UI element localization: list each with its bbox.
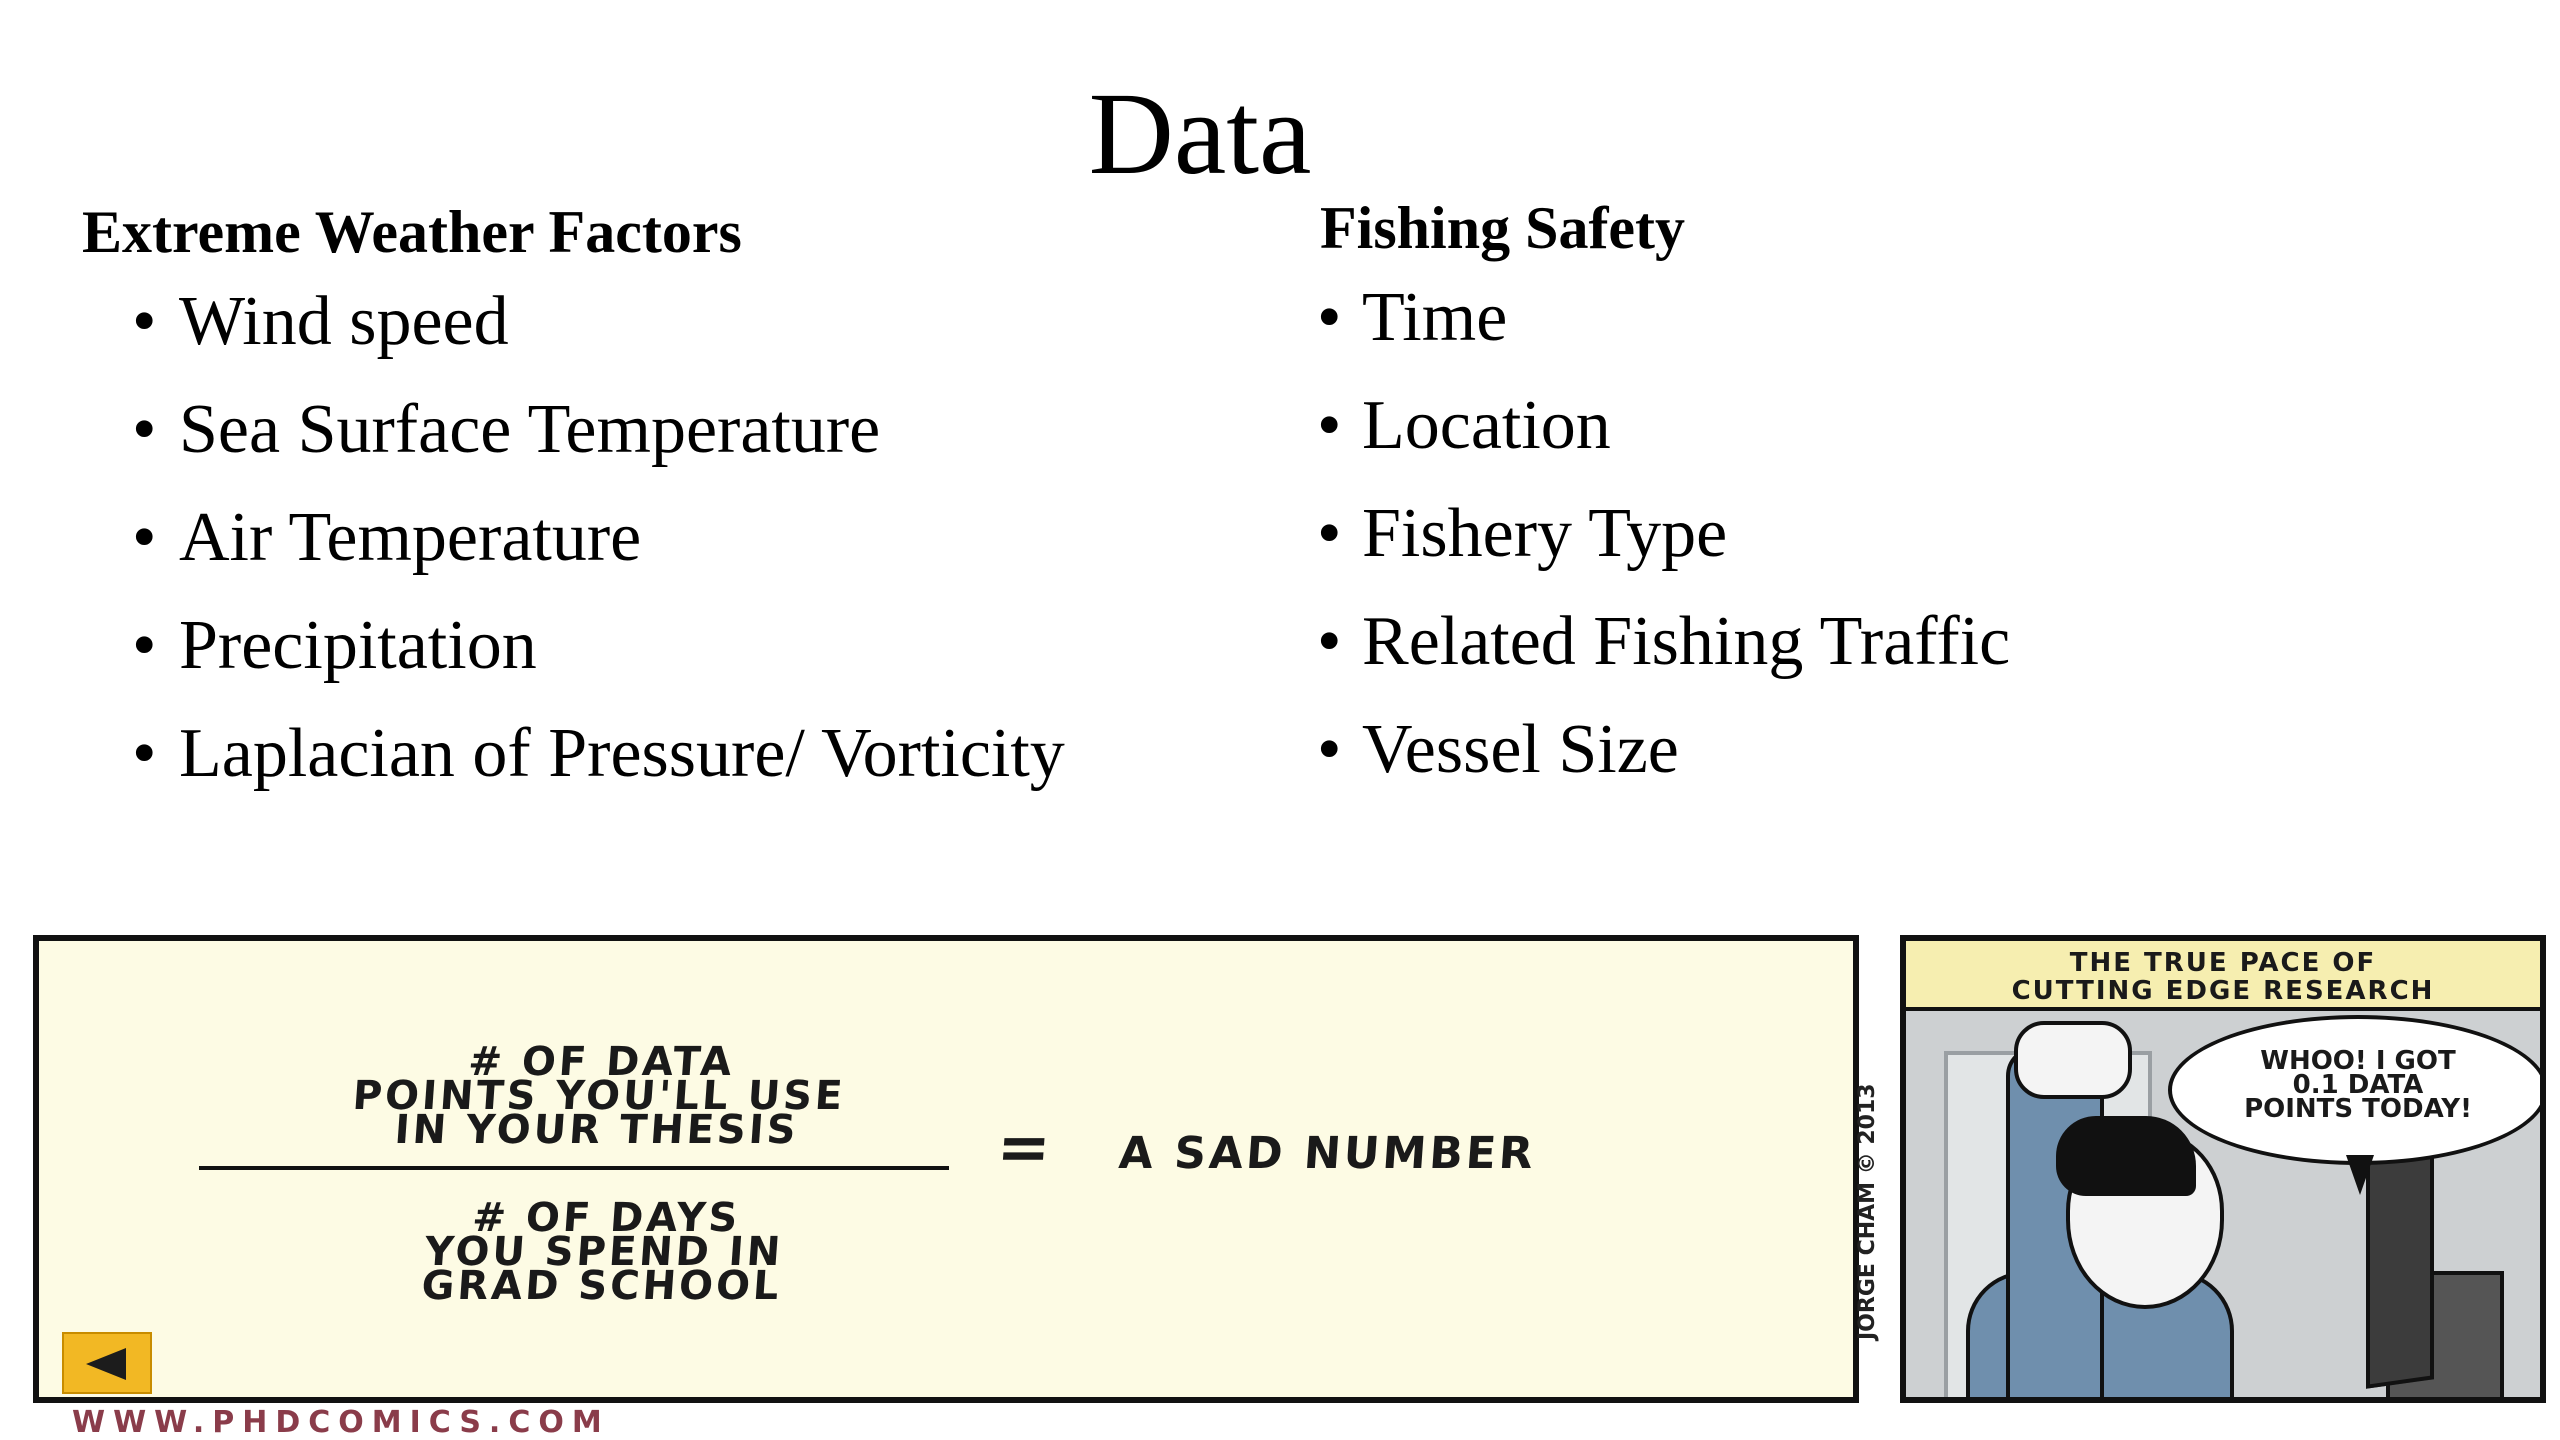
speech-bubble: WHOO! I GOT 0.1 DATA POINTS TODAY! [2168, 1015, 2540, 1165]
left-triangle-icon [86, 1348, 126, 1380]
list-item: • Wind speed [82, 268, 1065, 376]
character-fist-drawing [2014, 1021, 2132, 1099]
fishing-safety-list: • Time • Location • Fishery Type • Related F… [1317, 264, 2011, 804]
list-item: • Time [1317, 264, 2010, 372]
list-item: • Vessel Size [1317, 696, 2010, 804]
list-item: • Fishery Type [1317, 480, 2010, 588]
list-item: • Location [1317, 372, 2010, 480]
list-item-label: Precipitation [179, 607, 537, 684]
list-item: • Precipitation [82, 592, 1065, 700]
list-item: • Air Temperature [82, 484, 1065, 592]
speech-bubble-line: WHOO! I GOT [2260, 1046, 2456, 1076]
comic-equals-sign: = [994, 1111, 1054, 1185]
speech-bubble-line: 0.1 DATA [2292, 1070, 2424, 1100]
bullet-icon: • [132, 499, 157, 576]
list-item-label: Vessel Size [1362, 711, 1679, 788]
comic-numerator: # OF DATA POINTS YOU'LL USE IN YOUR THES… [265, 1039, 932, 1153]
bullet-icon: • [1317, 603, 1342, 680]
speech-bubble-tail [2346, 1155, 2374, 1195]
bullet-icon: • [132, 283, 157, 360]
comic-panel-main: # OF DATA POINTS YOU'LL USE IN YOUR THES… [33, 935, 1859, 1403]
character-hair-drawing [2056, 1116, 2196, 1196]
comic-denominator: # OF DAYS YOU SPEND IN GRAD SCHOOL [300, 1195, 907, 1309]
list-item: • Sea Surface Temperature [82, 376, 1065, 484]
list-item-label: Air Temperature [179, 499, 642, 576]
list-item-label: Wind speed [179, 283, 509, 360]
comic-credit: JORGE CHAM © 2013 [1855, 1083, 1880, 1340]
comic-panel-side: THE TRUE PACE OF CUTTING EDGE RESEARCH W… [1900, 935, 2546, 1403]
extreme-weather-list: • Wind speed • Sea Surface Temperature • Ai… [82, 268, 1065, 808]
extreme-weather-column: Extreme Weather Factors • Wind speed • Sea… [82, 196, 1065, 808]
comic-denominator-line: GRAD SCHOOL [420, 1263, 784, 1309]
bullet-icon: • [1317, 279, 1342, 356]
speech-bubble-line: POINTS TODAY! [2244, 1094, 2472, 1124]
fraction-bar [199, 1166, 949, 1170]
back-button[interactable] [62, 1332, 152, 1394]
comic-url: WWW.PHDCOMICS.COM [72, 1405, 610, 1440]
slide-title: Data [1088, 68, 1312, 199]
bullet-icon: • [132, 715, 157, 792]
list-item: • Laplacian of Pressure/ Vorticity [82, 700, 1065, 808]
bullet-icon: • [1317, 711, 1342, 788]
list-item-label: Time [1362, 279, 1508, 356]
comic-side-caption-line: CUTTING EDGE RESEARCH [2011, 976, 2435, 1006]
list-item-label: Related Fishing Traffic [1362, 603, 2011, 680]
bullet-icon: • [132, 391, 157, 468]
bullet-icon: • [1317, 387, 1342, 464]
fishing-safety-column: Fishing Safety • Time • Location • Fishery … [1317, 192, 2011, 804]
list-item: • Related Fishing Traffic [1317, 588, 2011, 696]
monitor-drawing [2366, 1151, 2434, 1389]
extreme-weather-heading: Extreme Weather Factors [82, 199, 742, 265]
comic-side-caption-line: THE TRUE PACE OF [2069, 948, 2377, 978]
bullet-icon: • [132, 607, 157, 684]
fishing-safety-heading: Fishing Safety [1320, 195, 1686, 261]
list-item-label: Laplacian of Pressure/ Vorticity [179, 715, 1065, 792]
comic-side-caption: THE TRUE PACE OF CUTTING EDGE RESEARCH [1906, 941, 2540, 1011]
list-item-label: Fishery Type [1362, 495, 1728, 572]
bullet-icon: • [1317, 495, 1342, 572]
list-item-label: Sea Surface Temperature [179, 391, 881, 468]
comic-result-text: A SAD NUMBER [1117, 1128, 1538, 1179]
list-item-label: Location [1362, 387, 1611, 464]
